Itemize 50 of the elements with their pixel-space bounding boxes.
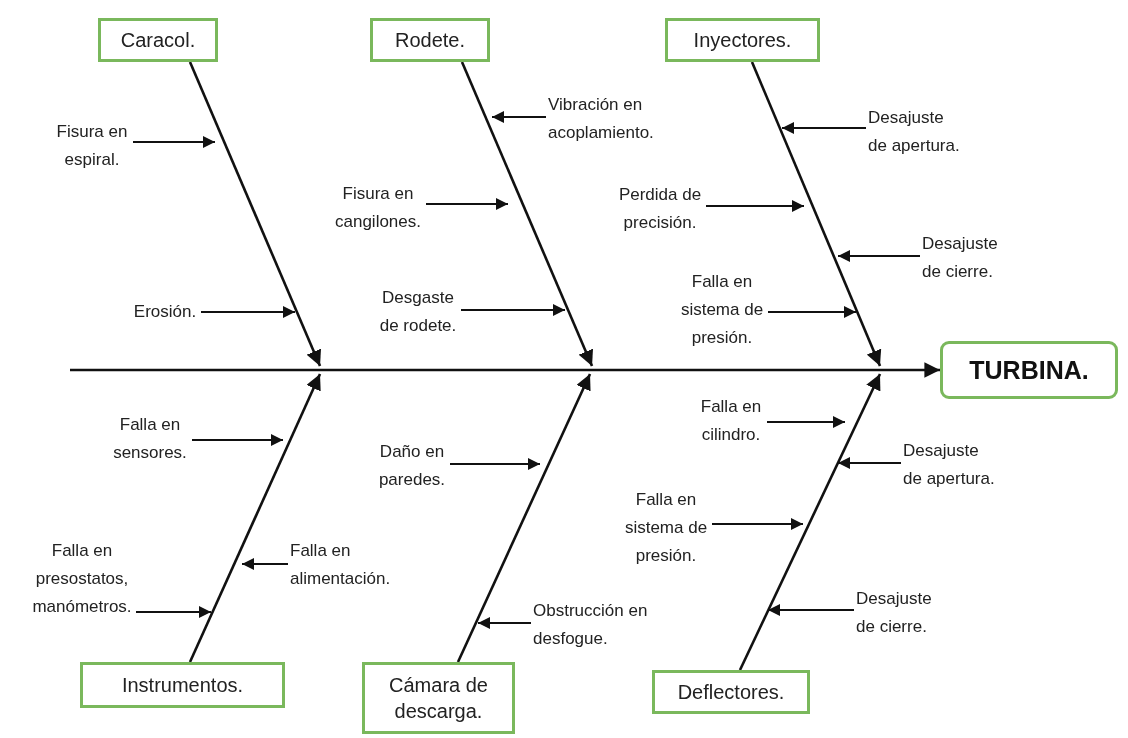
arrow	[200, 306, 296, 318]
effect-box: TURBINA.	[940, 341, 1118, 399]
arrow	[837, 250, 921, 262]
bone-arrow	[460, 61, 594, 367]
arrow	[132, 136, 216, 148]
arrow	[425, 198, 509, 210]
cause-label: Daño en paredes.	[376, 438, 448, 494]
category-box: Deflectores.	[652, 670, 810, 714]
cause-label: Obstrucción en desfogue.	[533, 597, 651, 653]
bone-arrow	[188, 373, 322, 663]
bone-arrow	[188, 61, 322, 367]
category-box: Caracol.	[98, 18, 218, 62]
cause-label: Falla en presostatos, manómetros.	[30, 537, 134, 621]
arrow	[711, 518, 804, 530]
cause-label: Perdida de precisión.	[616, 181, 704, 237]
cause-label: Falla en cilindro.	[697, 393, 765, 449]
bone-arrow	[738, 373, 882, 671]
arrow	[241, 558, 289, 570]
cause-label: Falla en alimentación.	[290, 537, 410, 593]
cause-label: Desajuste de apertura.	[868, 104, 964, 160]
arrow	[781, 122, 867, 134]
cause-label: Fisura en espiral.	[53, 118, 131, 174]
arrow	[767, 604, 855, 616]
bone-arrow	[456, 373, 592, 663]
arrow	[460, 304, 566, 316]
arrow	[766, 416, 846, 428]
cause-label: Falla en sistema de presión.	[622, 486, 710, 570]
spine-arrow	[70, 362, 940, 378]
arrow	[135, 606, 212, 618]
arrow	[767, 306, 857, 318]
arrow	[449, 458, 541, 470]
category-box: Rodete.	[370, 18, 490, 62]
cause-label: Falla en sistema de presión.	[678, 268, 766, 352]
arrow	[705, 200, 805, 212]
arrow	[477, 617, 532, 629]
cause-label: Vibración en acoplamiento.	[548, 91, 678, 147]
arrow	[491, 111, 547, 123]
cause-label: Desajuste de cierre.	[922, 230, 1018, 286]
arrow	[191, 434, 284, 446]
cause-label: Desajuste de cierre.	[856, 585, 952, 641]
cause-label: Desajuste de apertura.	[903, 437, 999, 493]
category-box: Inyectores.	[665, 18, 820, 62]
arrow	[837, 457, 902, 469]
category-box: Instrumentos.	[80, 662, 285, 708]
bone-arrow	[750, 61, 882, 367]
cause-label: Falla en sensores.	[110, 411, 190, 467]
category-box: Cámara de descarga.	[362, 662, 515, 734]
cause-label: Erosión.	[131, 298, 199, 326]
cause-label: Fisura en cangilones.	[332, 180, 424, 236]
cause-label: Desgaste de rodete.	[377, 284, 459, 340]
